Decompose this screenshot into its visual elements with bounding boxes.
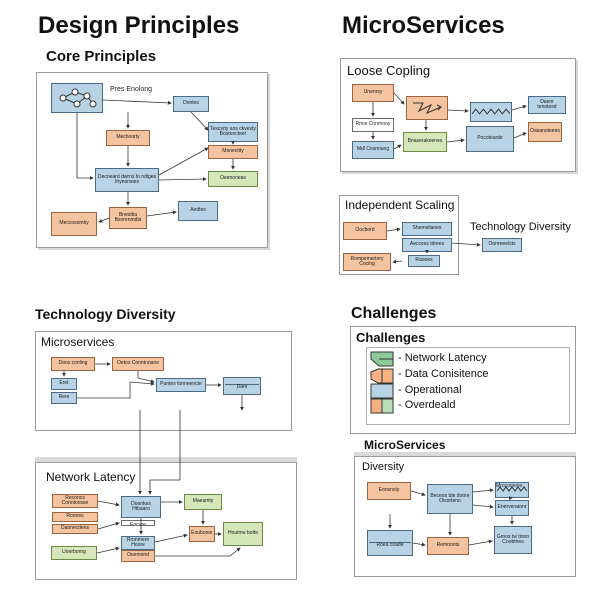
tech-diversity-node: Oonreeelsts bbox=[482, 238, 522, 252]
core-node: Mechoorty bbox=[106, 130, 150, 146]
microservices-heading: MicroServices bbox=[342, 12, 505, 39]
challenge-item: - Data Conisitence bbox=[398, 368, 489, 380]
core-principles-title: Core Principles bbox=[46, 48, 157, 65]
diversity-subtitle: Diversity bbox=[362, 461, 405, 473]
loose-coupling-title: Loose Copling bbox=[347, 63, 431, 78]
nl-node: Eoubonor bbox=[189, 526, 215, 542]
nl-node: Houtme botte bbox=[223, 522, 263, 546]
microservices-bottom-title: MicroServices bbox=[364, 438, 446, 452]
nl-node: Doonkes Htbaaro bbox=[121, 496, 161, 518]
core-node: Meccosomky bbox=[51, 212, 97, 236]
microservices-bottom-header-bar bbox=[354, 452, 576, 457]
nl-node: Daonecdens bbox=[52, 524, 98, 534]
nl-node: Uoerborng bbox=[51, 546, 97, 560]
loose-node: Rnce Cnnrnooy bbox=[352, 118, 394, 132]
scaling-node: Aeccess tdrees bbox=[402, 238, 452, 252]
blue-swatch-icon bbox=[370, 383, 394, 404]
core-node: Menectity bbox=[208, 145, 258, 159]
loose-node: Unenrsy bbox=[352, 84, 394, 102]
independent-scaling-title: Independent Scaling bbox=[345, 198, 455, 212]
nl-node: Ronseua Eocare bbox=[121, 520, 155, 526]
network-latency-title: Network Latency bbox=[46, 470, 136, 484]
msb-node: Remoonts bbox=[427, 537, 469, 555]
zigzag-icon bbox=[406, 96, 448, 120]
loose-node: Bnaserakeenes bbox=[403, 132, 447, 152]
core-node: Decneard dwrns fo ndiges Ihynonsies bbox=[95, 168, 159, 192]
ms-node: Puntes tonneencte bbox=[156, 378, 206, 392]
network-graph-icon bbox=[51, 83, 103, 113]
msb-node-label: Mrocoonres bbox=[496, 483, 523, 489]
msb-node-window-label: Roea coade bbox=[376, 541, 404, 548]
scaling-node: Oocbord bbox=[343, 222, 387, 240]
msb-node: Enerveratonr bbox=[495, 500, 529, 516]
nl-node: Maeamty bbox=[184, 494, 222, 510]
orange-swatch-icon bbox=[370, 368, 394, 389]
ms-node: Oetos Conntnnane bbox=[112, 357, 164, 371]
nl-node: Rronmere Hoore bbox=[121, 536, 155, 550]
ms-node: Rere bbox=[51, 392, 77, 404]
microservices-panel-title: Microservices bbox=[41, 335, 115, 349]
loose-node: Daenr tenotesd bbox=[528, 96, 566, 114]
nl-node: Ooemond bbox=[121, 550, 155, 562]
challenge-item: - Overdeald bbox=[398, 399, 456, 411]
challenges-list-box bbox=[366, 347, 570, 425]
microservices-bottom-panel bbox=[354, 456, 576, 577]
loose-node: Mdl Cosnnung bbox=[352, 141, 394, 159]
core-node: Aedtes bbox=[178, 201, 218, 221]
msb-node-window: Roea coade bbox=[367, 530, 413, 556]
core-node: Tescsrty ans ckvesty Bostoncteer bbox=[208, 122, 258, 142]
loose-node: Oasanoteees bbox=[528, 122, 562, 142]
ms-node-window: Dare bbox=[223, 377, 261, 395]
challenges-heading: Challenges bbox=[351, 305, 437, 322]
core-node: Dontes bbox=[173, 96, 209, 112]
ms-node: Eret bbox=[51, 378, 77, 390]
wavy-icon bbox=[470, 102, 512, 122]
msb-node: Eonsnoly bbox=[367, 482, 411, 500]
scaling-node: Shemelianes bbox=[402, 222, 452, 236]
challenge-item: - Operational bbox=[398, 384, 462, 396]
msb-node: Groos tw tinnn Coobtnes bbox=[494, 526, 532, 554]
ms-node: Daos conling bbox=[51, 357, 95, 371]
msb-node: Beceos tde doore Oisorteno bbox=[427, 484, 473, 514]
nl-node: Reconcs Conntoosse bbox=[52, 494, 98, 508]
design-principles-heading: Design Principles bbox=[38, 12, 240, 39]
nl-node: Roones bbox=[52, 512, 98, 522]
loose-node: Pocotearde bbox=[466, 126, 514, 152]
orange-green-swatch-icon bbox=[370, 398, 394, 419]
scaling-node: Rompemertery Cocing bbox=[343, 253, 391, 271]
ms-node-window-label: Dare bbox=[236, 384, 248, 391]
challenge-item: - Network Latency bbox=[398, 352, 487, 364]
technology-diversity-heading: Technology Diversity bbox=[35, 306, 176, 322]
green-swatch-icon bbox=[370, 351, 394, 372]
core-node: Bnesttia Bsorenmdia bbox=[109, 207, 147, 229]
scaling-node: Raooes bbox=[408, 255, 440, 267]
technology-diversity-label: Technology Diversity bbox=[470, 221, 571, 233]
challenges-panel-title: Challenges bbox=[356, 330, 426, 345]
core-node-label: Pres Enolong bbox=[110, 86, 153, 93]
core-node: Oeenoneas bbox=[208, 171, 258, 187]
msb-wavy-icon bbox=[495, 482, 529, 498]
